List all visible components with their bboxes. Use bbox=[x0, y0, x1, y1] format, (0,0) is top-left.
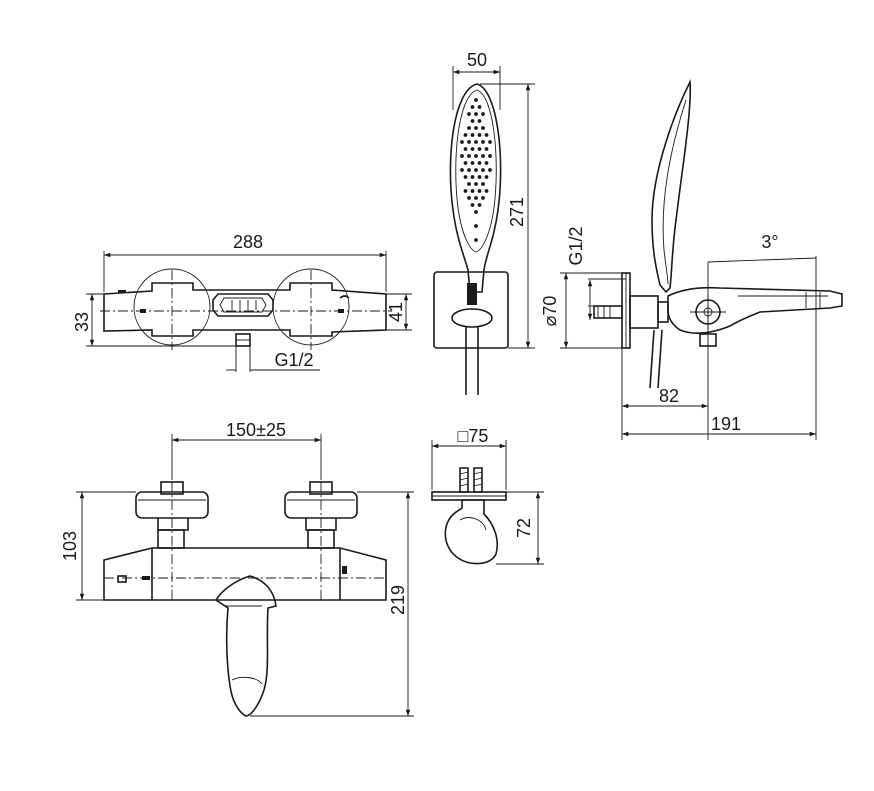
nozzle-dot bbox=[470, 133, 475, 137]
dim-handshower-height: 271 bbox=[507, 197, 527, 227]
nozzle-dot bbox=[467, 168, 471, 172]
nozzle-dot bbox=[467, 154, 471, 158]
dim-front-centers: 150±25 bbox=[226, 420, 286, 440]
handshower-view bbox=[433, 66, 535, 395]
nozzle-dot bbox=[484, 189, 489, 193]
nozzle-dot bbox=[474, 168, 478, 172]
dim-side-diameter: ⌀70 bbox=[540, 296, 560, 327]
nozzle-dot bbox=[484, 175, 489, 179]
nozzle-dot bbox=[477, 175, 482, 179]
dim-front-upper-height: 103 bbox=[60, 531, 80, 561]
nozzle-dot bbox=[484, 147, 489, 151]
nozzle-dot bbox=[477, 189, 482, 193]
dim-side-thread: G1/2 bbox=[566, 226, 586, 265]
nozzle-grid bbox=[460, 98, 492, 242]
nozzle-dot bbox=[477, 119, 482, 123]
nozzle-dot bbox=[463, 133, 468, 137]
dim-side-depth-a: 82 bbox=[659, 386, 679, 406]
dim-holder-square: □75 bbox=[458, 426, 489, 446]
nozzle-dot bbox=[460, 154, 464, 158]
nozzle-dot bbox=[484, 133, 489, 137]
nozzle-dot bbox=[463, 175, 468, 179]
dim-side-angle: 3° bbox=[761, 232, 778, 252]
dim-side-depth-b: 191 bbox=[711, 414, 741, 434]
nozzle-dot bbox=[463, 147, 468, 151]
nozzle-dot bbox=[470, 175, 475, 179]
nozzle-dot bbox=[474, 98, 478, 102]
nozzle-dot bbox=[474, 154, 478, 158]
dim-top-left-height: 33 bbox=[72, 312, 92, 332]
nozzle-dot bbox=[474, 238, 478, 242]
nozzle-dot bbox=[474, 224, 478, 228]
nozzle-dot bbox=[477, 105, 482, 109]
nozzle-dot bbox=[481, 112, 485, 116]
side-view bbox=[560, 79, 843, 440]
nozzle-dot bbox=[477, 203, 482, 207]
nozzle-dot bbox=[467, 182, 471, 186]
nozzle-dot bbox=[460, 168, 464, 172]
nozzle-dot bbox=[488, 140, 492, 144]
nozzle-dot bbox=[470, 161, 475, 165]
nozzle-dot bbox=[477, 147, 482, 151]
nozzle-dot bbox=[470, 147, 475, 151]
nozzle-dot bbox=[470, 203, 475, 207]
front-view bbox=[76, 434, 414, 717]
nozzle-dot bbox=[463, 189, 468, 193]
dim-handshower-width: 50 bbox=[467, 50, 487, 70]
nozzle-dot bbox=[484, 161, 489, 165]
nozzle-dot bbox=[481, 196, 485, 200]
nozzle-dot bbox=[474, 210, 478, 214]
nozzle-dot bbox=[470, 105, 475, 109]
nozzle-dot bbox=[463, 161, 468, 165]
nozzle-dot bbox=[467, 196, 471, 200]
nozzle-dot bbox=[460, 140, 464, 144]
nozzle-dot bbox=[470, 119, 475, 123]
nozzle-dot bbox=[474, 182, 478, 186]
dim-top-width: 288 bbox=[233, 232, 263, 252]
nozzle-dot bbox=[488, 154, 492, 158]
nozzle-dot bbox=[477, 161, 482, 165]
nozzle-dot bbox=[474, 112, 478, 116]
nozzle-dot bbox=[474, 140, 478, 144]
holder-view bbox=[431, 440, 544, 565]
top-view bbox=[86, 251, 412, 372]
nozzle-dot bbox=[470, 189, 475, 193]
nozzle-dot bbox=[481, 126, 485, 130]
nozzle-dot bbox=[467, 140, 471, 144]
nozzle-dot bbox=[474, 126, 478, 130]
dim-front-total-height: 219 bbox=[388, 585, 408, 615]
nozzle-dot bbox=[474, 196, 478, 200]
nozzle-dot bbox=[481, 182, 485, 186]
dim-top-inlet-thread: G1/2 bbox=[274, 350, 313, 370]
nozzle-dot bbox=[467, 126, 471, 130]
nozzle-dot bbox=[467, 112, 471, 116]
nozzle-dot bbox=[477, 133, 482, 137]
dim-holder-height: 72 bbox=[514, 518, 534, 538]
nozzle-dot bbox=[488, 168, 492, 172]
nozzle-dot bbox=[481, 140, 485, 144]
dim-top-right-height: 41 bbox=[386, 302, 406, 322]
nozzle-dot bbox=[481, 168, 485, 172]
nozzle-dot bbox=[481, 154, 485, 158]
